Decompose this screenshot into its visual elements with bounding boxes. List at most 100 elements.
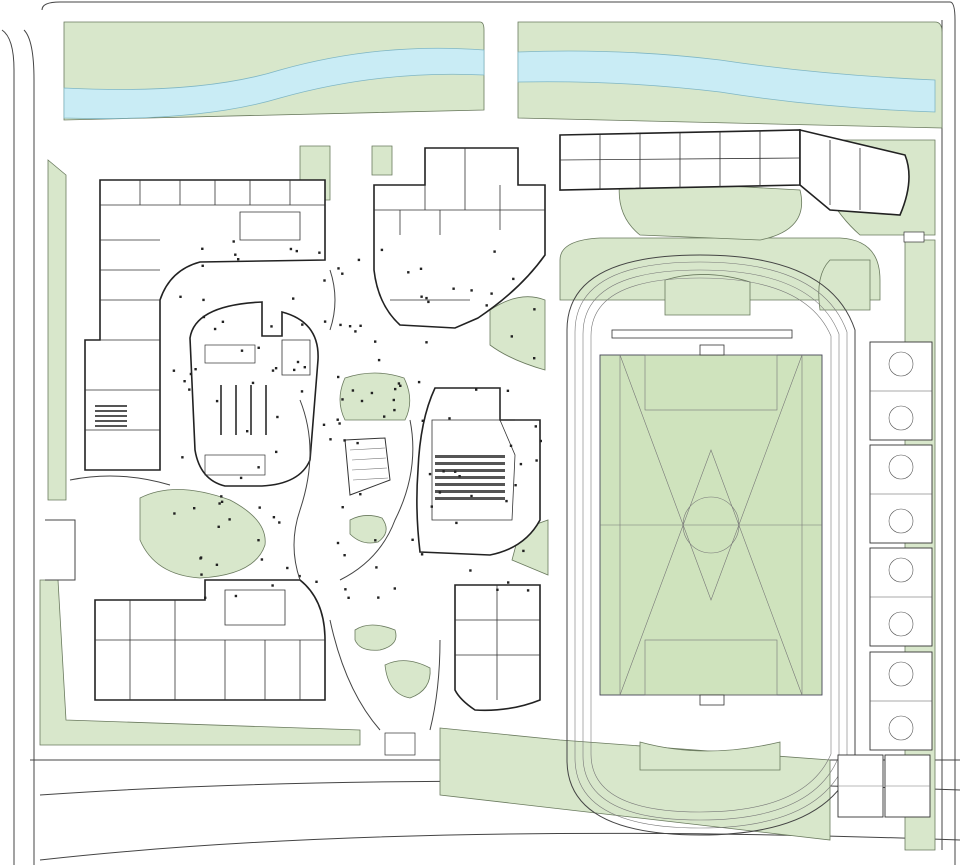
column-marker [383,415,386,418]
column-marker [496,588,499,591]
goal-north [699,344,725,356]
lawn-plaza-island [339,372,411,421]
lawn-north-corner [618,179,802,241]
column-marker [296,360,300,364]
column-marker [336,418,339,421]
column-marker [360,399,364,403]
column-marker [258,506,261,509]
column-marker [172,369,176,372]
column-marker [455,521,458,525]
column-marker [257,346,260,349]
column-marker [421,419,424,422]
column-marker [535,459,538,462]
column-marker [380,248,384,252]
column-marker [228,518,231,521]
column-marker [357,258,361,262]
column-marker [337,375,340,379]
column-marker [183,380,186,383]
lawn-east-wedge [489,296,546,371]
column-marker [202,298,205,302]
column-marker [458,475,461,478]
column-marker [377,358,381,362]
column-marker [322,423,326,426]
column-marker [337,267,340,270]
lecture-hall-seating-west [95,405,127,427]
column-marker [347,596,350,599]
column-marker [213,327,217,331]
column-marker [173,512,176,515]
column-marker [201,264,204,267]
column-marker [293,368,296,372]
column-marker [336,541,340,545]
column-marker [534,425,537,428]
lawn-west-garden [139,489,266,579]
column-marker [323,320,327,323]
column-marker [533,308,536,311]
column-marker [218,502,221,505]
column-marker [301,323,304,326]
column-marker [323,279,326,282]
library-reading-desks [204,344,267,476]
column-marker [470,494,473,498]
column-marker [239,476,243,480]
column-marker [246,430,249,433]
column-marker [354,330,357,333]
column-marker [343,439,346,442]
column-marker [274,367,278,370]
column-marker [275,450,278,454]
column-marker [374,340,377,343]
column-marker [394,387,397,391]
column-marker [419,267,423,270]
column-marker [393,587,396,590]
column-marker [493,250,496,253]
column-marker [430,505,433,508]
plaza-columns [172,240,542,599]
gatehouse [903,231,925,243]
building-library [189,301,319,487]
column-marker [270,325,273,328]
column-marker [286,566,289,570]
column-marker [428,472,432,476]
column-marker [351,389,355,392]
column-marker [469,569,472,572]
column-marker [425,341,428,344]
column-marker [399,384,402,387]
column-marker [341,506,344,509]
column-marker [292,297,295,300]
column-marker [510,335,513,338]
column-marker [427,300,430,304]
column-marker [509,444,513,447]
canal-east [517,50,936,113]
grandstand [611,329,793,339]
column-marker [315,580,318,583]
column-marker [397,382,401,385]
building-west-wing [84,179,326,471]
goal-south [699,694,725,706]
column-marker [377,596,380,599]
column-marker [343,554,346,557]
column-marker [240,349,244,352]
column-marker [298,574,301,578]
column-marker [338,422,341,425]
column-marker [300,390,304,393]
column-marker [260,558,264,561]
column-marker [348,325,352,328]
lawn-west-strip [47,159,67,501]
column-marker [220,500,224,503]
lawn-track-infield-north [664,274,751,316]
building-south-west [94,579,326,701]
column-marker [341,398,344,401]
column-marker [179,295,182,298]
column-marker [181,456,184,459]
column-marker [519,462,523,466]
column-marker [490,292,493,295]
column-marker [220,495,223,498]
column-marker [359,493,362,496]
auditorium-seating [435,455,505,500]
column-marker [193,507,196,510]
column-marker [202,315,206,319]
column-marker [303,366,306,369]
column-marker [507,581,510,584]
column-marker [344,588,347,591]
